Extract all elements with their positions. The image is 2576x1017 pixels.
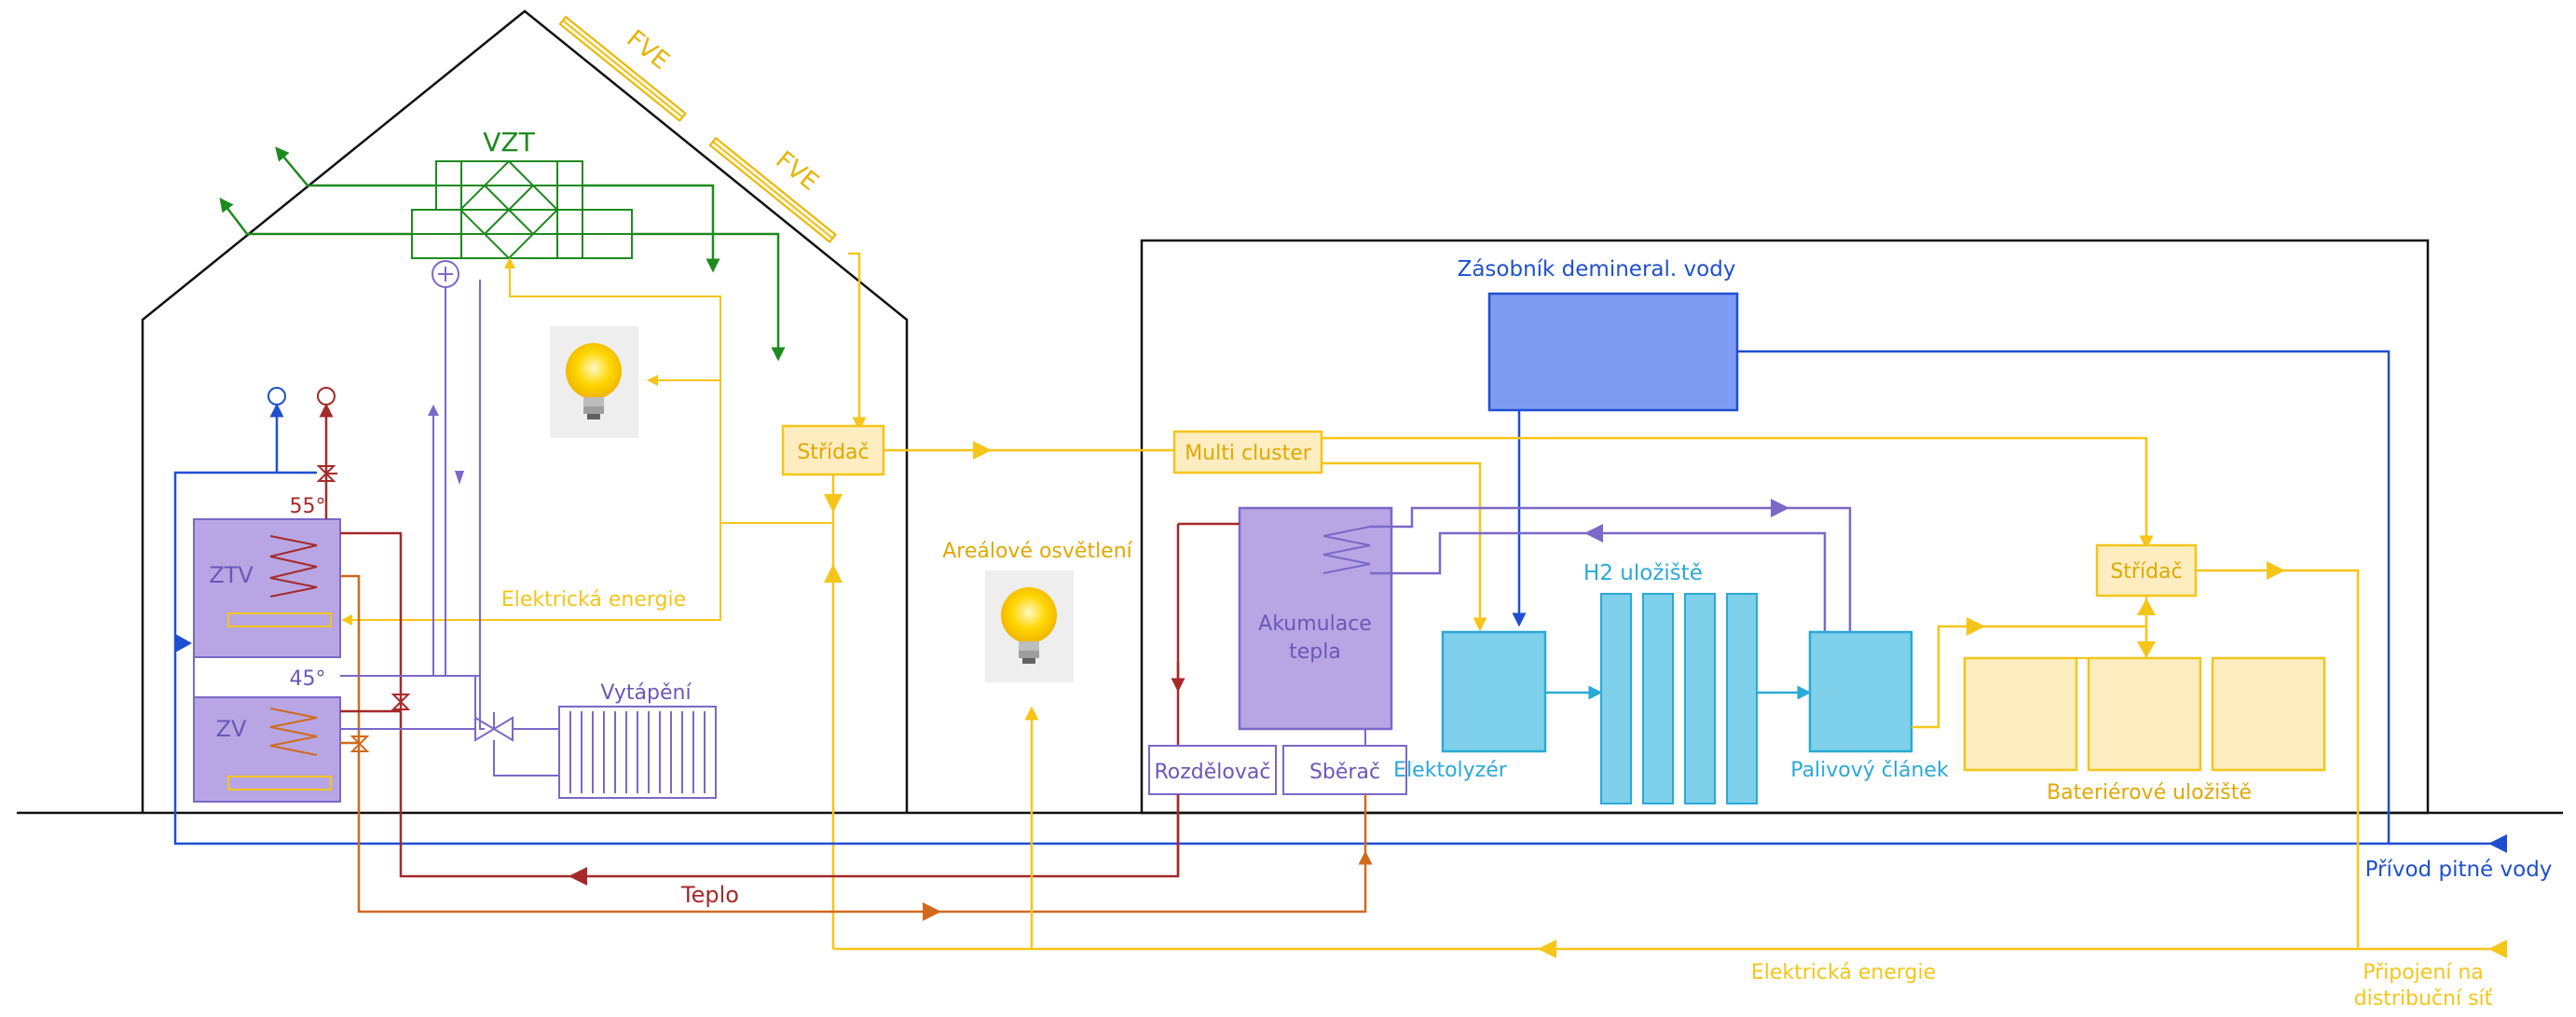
heating-down-arrow [455, 471, 464, 485]
heat-supply-plant-arrow [1771, 499, 1789, 517]
heating-coil-icon [269, 708, 318, 756]
zv-heater-element [227, 776, 332, 790]
collector-box [1282, 745, 1407, 795]
potable-water-label: Přívod pitné vody [2365, 858, 2553, 882]
water-arrow-tank [175, 634, 192, 653]
arrow-down-inverter [824, 494, 843, 513]
ztv-tank [193, 518, 341, 658]
house-electric-line [504, 257, 833, 524]
fuel-cell-box [1808, 630, 1913, 753]
vent-exhaust-1 [275, 146, 436, 187]
plant-inverter-to-grid [2192, 569, 2360, 949]
heat-accumulation-label-1: Akumulace [1258, 612, 1372, 636]
inverter-plant-box [2095, 543, 2198, 598]
fuel-cell-heat-supply [1370, 506, 1852, 634]
vzt-unit [411, 159, 633, 260]
fuel-cell-to-inverter [1911, 625, 2146, 729]
h2-storage-tanks [1600, 593, 1758, 804]
water-storage-label: Zásobník demineral. vody [1458, 257, 1736, 282]
heat-return-line [340, 574, 1373, 914]
radiator-icon [558, 706, 717, 799]
light-bulb-icon [550, 326, 638, 438]
water-storage-tank [1487, 292, 1739, 412]
heat-return-plant-arrow [1584, 524, 1603, 543]
valve-icon [349, 694, 411, 752]
distributor-label: Rozdělovač [1155, 761, 1271, 784]
pv-to-inverter-line [848, 252, 867, 432]
water-inlet-arrow [2488, 834, 2507, 853]
ztv-label: ZTV [209, 562, 253, 588]
hot-water-tap-icon [317, 387, 336, 405]
plant-inverter-arrow [2267, 561, 2285, 580]
water-storage-to-main [1737, 350, 2391, 844]
ztv-electric-line [341, 523, 721, 625]
battery-storage-label: Bateriérové uložiště [2047, 781, 2252, 804]
electrolyzer-label: Elektolyzér [1393, 759, 1508, 782]
heat-label: Teplo [680, 882, 739, 908]
light-bulb-icon [985, 570, 1074, 682]
heat-exchanger-icon [1322, 526, 1371, 574]
electric-energy-bottom-label: Elektrická energie [1751, 961, 1936, 984]
heating-coil-icon [269, 535, 318, 598]
zv-tank [193, 696, 341, 803]
arrow-up-bus [824, 564, 843, 583]
vent-exhaust-2 [219, 198, 412, 236]
vzt-label: VZT [483, 127, 535, 158]
grid-inlet-arrow [2488, 940, 2507, 958]
vent-supply-1 [582, 184, 720, 273]
inverter-plant-label: Střídač [2110, 560, 2182, 584]
potable-water-line [173, 471, 2507, 845]
grid-connection-label-1: Připojení na [2363, 961, 2484, 984]
radiator-return [493, 740, 559, 776]
heat-accumulation-label-2: tepla [1289, 640, 1341, 664]
temp-45-label: 45° [290, 667, 326, 691]
battery-arrow-down [2137, 641, 2156, 658]
fuel-cell-power-arrow [1966, 617, 1985, 636]
grid-connection-label-2: distribuční síť [2354, 987, 2493, 1010]
electrolyzer-box [1441, 630, 1547, 753]
pv-panel-1 [558, 15, 687, 122]
heating-to-valve [340, 676, 476, 730]
zv-label: ZV [216, 716, 247, 742]
collector-label: Sběrač [1309, 761, 1380, 784]
plant-building [1140, 239, 2430, 815]
distributor-box [1148, 745, 1277, 795]
grid-bus-arrow [1538, 940, 1556, 958]
cold-water-tap-icon [267, 387, 286, 405]
heating-label: Vytápění [600, 681, 692, 705]
ztv-heater-element [227, 612, 332, 627]
valve-icon [316, 465, 337, 482]
fuel-cell-label: Palivový článek [1790, 759, 1949, 782]
temp-55-label: 55° [290, 495, 326, 518]
area-lighting-label: Areálové osvětlení [942, 540, 1132, 563]
h2-storage-label: H2 uložiště [1583, 561, 1703, 585]
cluster-to-inverter [1322, 436, 2154, 550]
heat-return-arrow [923, 902, 941, 921]
vent-supply-2 [632, 232, 786, 362]
battery-arrow-up [2137, 598, 2156, 615]
heat-supply-arrow [569, 867, 587, 886]
electric-energy-house-label: Elektrická energie [501, 588, 686, 612]
battery-storage [1963, 656, 2326, 772]
heating-circuit-line [340, 280, 485, 730]
fuel-cell-heat-return [1370, 531, 1827, 634]
inverter-house-label: Střídač [797, 441, 869, 464]
multi-cluster-box [1172, 430, 1323, 474]
multi-cluster-label: Multi cluster [1185, 442, 1312, 465]
cluster-to-electrolyzer [1322, 461, 1487, 632]
arrow-to-cluster [973, 441, 992, 460]
pv-panel-2 [708, 136, 837, 243]
house-outline [141, 9, 909, 813]
